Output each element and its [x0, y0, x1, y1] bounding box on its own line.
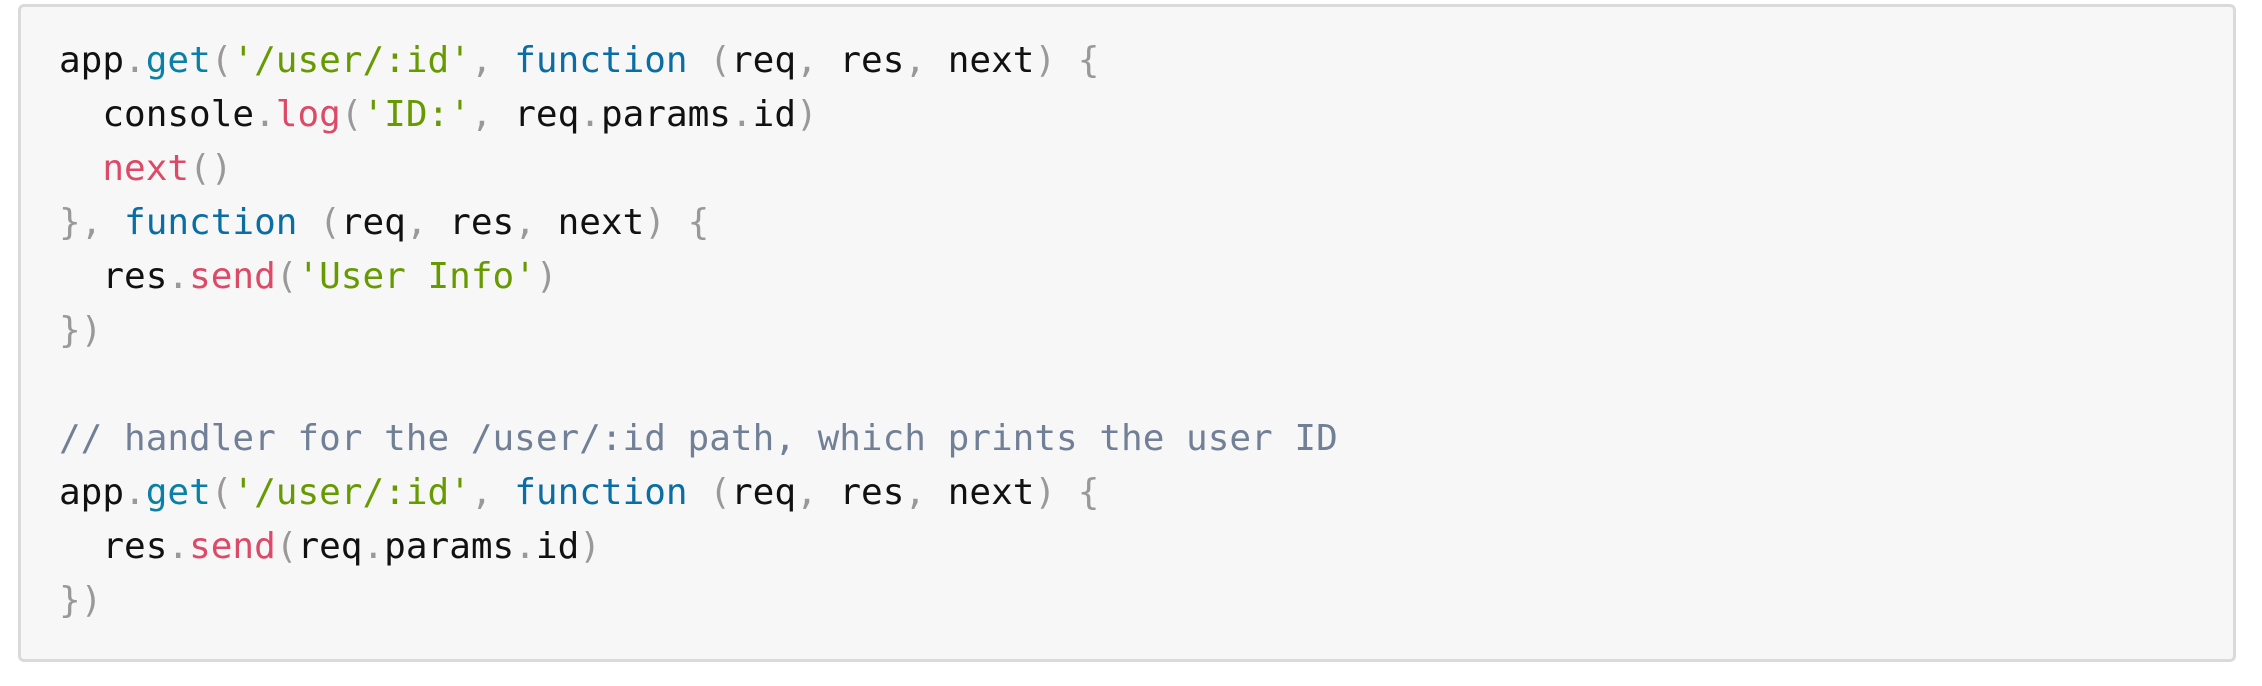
property-token: get — [145, 472, 211, 513]
punctuation-token: ) — [796, 94, 818, 135]
code-token: params — [384, 526, 515, 567]
code-block: app.get('/user/:id', function (req, res,… — [18, 4, 2236, 662]
code-token: app — [59, 472, 125, 513]
punctuation-token: ( — [340, 94, 363, 135]
punctuation-token: , — [470, 94, 515, 135]
punctuation-token: ( — [297, 202, 341, 243]
punctuation-token: ) { — [1034, 472, 1100, 513]
string-token: 'ID:' — [362, 94, 471, 135]
code-token: next — [947, 40, 1035, 81]
code-token: app — [59, 40, 125, 81]
code-line-9: app.get('/user/:id', function (req, res,… — [59, 466, 1338, 520]
punctuation-token: ( — [275, 526, 298, 567]
code-token: id — [535, 526, 580, 567]
code-token: res — [449, 202, 515, 243]
punctuation-token: }, — [59, 202, 125, 243]
punctuation-token: , — [904, 472, 948, 513]
code-token: next — [947, 472, 1035, 513]
code-token — [59, 148, 102, 189]
code-token: console — [59, 94, 255, 135]
code-token: res — [59, 256, 168, 297]
punctuation-token: }) — [59, 580, 103, 621]
keyword-token: function — [514, 40, 688, 81]
code-token: params — [600, 94, 731, 135]
punctuation-token: ( — [687, 40, 731, 81]
punctuation-token: ( — [687, 472, 731, 513]
code-line-1: app.get('/user/:id', function (req, res,… — [59, 34, 1338, 88]
punctuation-token: . — [124, 472, 146, 513]
punctuation-token: , — [796, 472, 840, 513]
punctuation-token: ( — [210, 472, 233, 513]
punctuation-token: . — [254, 94, 276, 135]
code-token: req — [730, 472, 796, 513]
code-token: res — [839, 472, 905, 513]
punctuation-token: . — [514, 526, 536, 567]
punctuation-token: , — [470, 472, 515, 513]
function-token: next — [102, 148, 190, 189]
punctuation-token: ) — [579, 526, 601, 567]
code-token: req — [340, 202, 406, 243]
keyword-token: function — [124, 202, 298, 243]
punctuation-token: , — [405, 202, 450, 243]
code-token: req — [297, 526, 363, 567]
property-token: get — [145, 40, 211, 81]
code-token: req — [514, 94, 580, 135]
punctuation-token: . — [362, 526, 385, 567]
string-token: '/user/:id' — [232, 472, 471, 513]
punctuation-token: , — [514, 202, 558, 243]
code-token: res — [839, 40, 905, 81]
punctuation-token: , — [470, 40, 515, 81]
code-line-8: // handler for the /user/:id path, which… — [59, 412, 1338, 466]
comment-token: // handler for the /user/:id path, which… — [59, 418, 1338, 459]
code-line-2: console.log('ID:', req.params.id) — [59, 88, 1338, 142]
punctuation-token: ) — [535, 256, 558, 297]
punctuation-token: ( — [275, 256, 298, 297]
code-line-7 — [59, 358, 1338, 412]
punctuation-token: , — [796, 40, 840, 81]
punctuation-token: ) { — [1034, 40, 1100, 81]
code-token: id — [752, 94, 797, 135]
punctuation-token: . — [124, 40, 146, 81]
function-token: send — [189, 526, 276, 567]
punctuation-token: . — [730, 94, 753, 135]
code-line-3: next() — [59, 142, 1338, 196]
function-token: send — [189, 256, 276, 297]
code-token: res — [59, 526, 168, 567]
code-line-4: }, function (req, res, next) { — [59, 196, 1338, 250]
code-line-6: }) — [59, 304, 1338, 358]
code-line-5: res.send('User Info') — [59, 250, 1338, 304]
punctuation-token: , — [904, 40, 948, 81]
keyword-token: function — [514, 472, 688, 513]
punctuation-token: . — [167, 256, 190, 297]
code-lines: app.get('/user/:id', function (req, res,… — [59, 34, 1338, 628]
code-line-10: res.send(req.params.id) — [59, 520, 1338, 574]
code-token: next — [557, 202, 645, 243]
code-line-11: }) — [59, 574, 1338, 628]
punctuation-token: . — [579, 94, 601, 135]
punctuation-token: ) { — [644, 202, 710, 243]
punctuation-token: ( — [210, 40, 233, 81]
punctuation-token: () — [189, 148, 233, 189]
punctuation-token: }) — [59, 310, 103, 351]
string-token: 'User Info' — [297, 256, 536, 297]
punctuation-token: . — [167, 526, 190, 567]
code-token: req — [730, 40, 796, 81]
function-token: log — [275, 94, 341, 135]
string-token: '/user/:id' — [232, 40, 471, 81]
